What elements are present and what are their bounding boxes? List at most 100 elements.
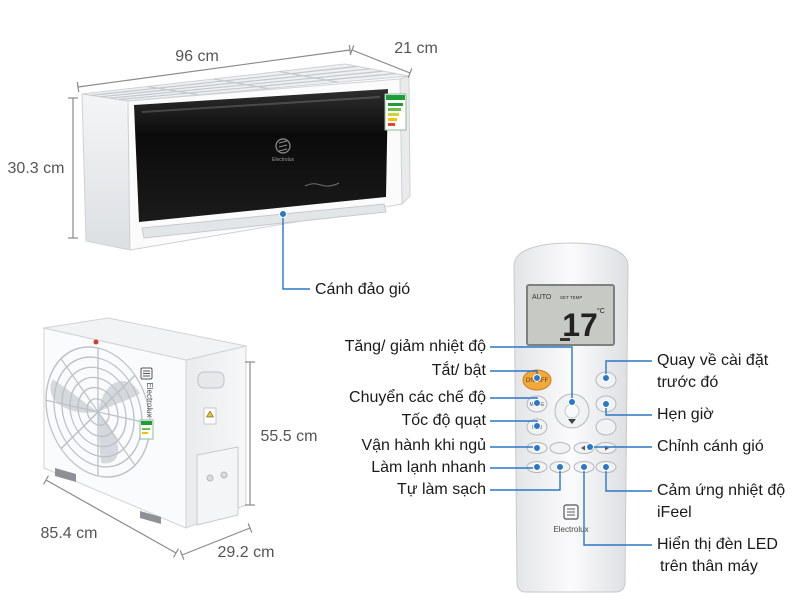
callout-dot — [580, 463, 588, 471]
dimension-tick — [76, 81, 80, 93]
sticker-header — [386, 95, 405, 100]
remote-logo-box — [563, 504, 579, 520]
fan-blade — [98, 381, 140, 412]
outdoor-unit: Electrolux — [43, 317, 247, 529]
remote-callouts-right: Quay về cài đặt trước đó Hẹn giờ Chỉnh c… — [580, 352, 785, 575]
row4-button-2[interactable] — [549, 442, 571, 454]
right-button-row3[interactable] — [595, 418, 617, 436]
label-temperature: Tăng/ giảm nhiệt độ — [345, 338, 487, 355]
warning-triangle-icon — [206, 410, 214, 418]
depth-dimension-line — [351, 49, 411, 74]
grille-divider — [279, 70, 339, 83]
label-power: Tắt/ bật — [432, 360, 487, 379]
electrolux-logo-icon — [275, 138, 291, 154]
depth-dimension-line — [181, 527, 251, 556]
label-mode: Chuyển các chế độ — [349, 388, 486, 406]
flap-dot — [279, 210, 287, 218]
dimension-tick — [43, 475, 49, 485]
lcd-mode: AUTO — [532, 294, 552, 301]
outdoor-energy-sticker — [139, 419, 154, 440]
outdoor-logo-box — [140, 367, 153, 380]
label-turbo: Làm lạnh nhanh — [371, 459, 486, 476]
label-sleep: Vận hành khi ngủ — [361, 437, 486, 454]
remote-callouts-left: Tăng/ giảm nhiệt độ Tắt/ bật Chuyển các … — [345, 338, 576, 498]
label-ifeel-line2: iFeel — [657, 504, 692, 521]
width-dimension-line — [45, 479, 177, 554]
dimension-tick — [179, 550, 185, 560]
electrolux-logo-icon — [563, 504, 579, 520]
warning-sticker — [203, 407, 217, 425]
sticker-bar — [388, 118, 397, 121]
label-led-line1: Hiển thị đèn LED — [657, 535, 778, 553]
top-red-cap — [93, 339, 99, 345]
leader-line — [583, 470, 652, 546]
energy-label-sticker — [384, 93, 407, 131]
indoor-depth-label: 21 cm — [394, 40, 438, 57]
leader-line — [605, 470, 652, 492]
label-restore-line1: Quay về cài đặt — [657, 352, 769, 369]
callout-dot — [602, 400, 610, 408]
callout-dot — [586, 443, 594, 451]
dimension-tick — [173, 548, 179, 558]
lcd-set-temp: SET TEMP — [560, 295, 582, 300]
outdoor-dimensions: 55.5 cm 85.4 cm 29.2 cm — [41, 361, 317, 561]
flap-callout: Cánh đảo gió — [279, 210, 410, 298]
lcd-screen — [526, 284, 615, 346]
sticker-bar — [142, 432, 148, 434]
panel-signature-mark — [304, 182, 340, 187]
label-timer: Hẹn giờ — [657, 406, 714, 423]
outdoor-width-label: 85.4 cm — [41, 525, 98, 542]
lcd-indicator — [560, 338, 570, 341]
leader-line — [490, 470, 561, 491]
callout-dot — [602, 463, 610, 471]
outdoor-logo-mark — [143, 370, 150, 377]
outdoor-top-face — [43, 317, 247, 361]
lcd-unit: °C — [597, 307, 605, 315]
valve-cover — [196, 446, 239, 526]
leader-line — [490, 346, 573, 402]
callout-dot — [568, 398, 576, 406]
sticker-bar — [388, 108, 401, 111]
sticker-bar — [388, 103, 403, 106]
sticker-bar — [141, 421, 152, 425]
label-led-line2: trên thân máy — [660, 558, 758, 575]
sticker-bar — [388, 123, 395, 126]
grille-spoke — [60, 374, 136, 450]
grille-slats — [90, 65, 396, 101]
outdoor-foot — [55, 468, 76, 482]
indoor-left-side — [81, 93, 131, 251]
arrow-down-icon[interactable] — [568, 419, 576, 424]
temperature-pad-center — [564, 403, 580, 419]
grille-divider — [213, 78, 269, 90]
sticker-bar — [388, 113, 399, 116]
label-fan-speed: Tốc độ quạt — [402, 412, 487, 429]
indoor-unit: Electrolux — [81, 63, 411, 251]
indoor-height-label: 30.3 cm — [8, 160, 65, 177]
indoor-brand: Electrolux — [272, 157, 294, 163]
callout-dot — [533, 463, 541, 471]
valve-port — [206, 474, 214, 482]
outdoor-foot — [140, 511, 161, 524]
callout-dot — [533, 444, 541, 452]
callout-dot — [533, 422, 541, 430]
temperature-pad[interactable] — [554, 393, 590, 429]
sticker-bar — [142, 428, 150, 430]
dimension-tick — [349, 45, 355, 55]
outdoor-brand: Electrolux — [145, 382, 154, 417]
electrolux-logo-icon — [140, 367, 153, 380]
label-ifeel-line1: Cảm ứng nhiệt độ — [657, 482, 785, 499]
flap-label: Cánh đảo gió — [315, 281, 410, 298]
callout-dot — [533, 399, 541, 407]
remote-display: AUTO SET TEMP 17 °C — [526, 284, 615, 346]
label-self-clean: Tự làm sạch — [397, 481, 486, 498]
label-swing: Chỉnh cánh gió — [657, 438, 764, 455]
callout-dot — [556, 463, 564, 471]
callout-dot — [602, 374, 610, 382]
leader-line — [605, 360, 652, 378]
remote-brand: Electrolux — [553, 525, 588, 534]
remote-logo-mark — [567, 508, 575, 516]
panel-highlight — [141, 96, 381, 113]
swing-left-icon — [581, 445, 585, 451]
